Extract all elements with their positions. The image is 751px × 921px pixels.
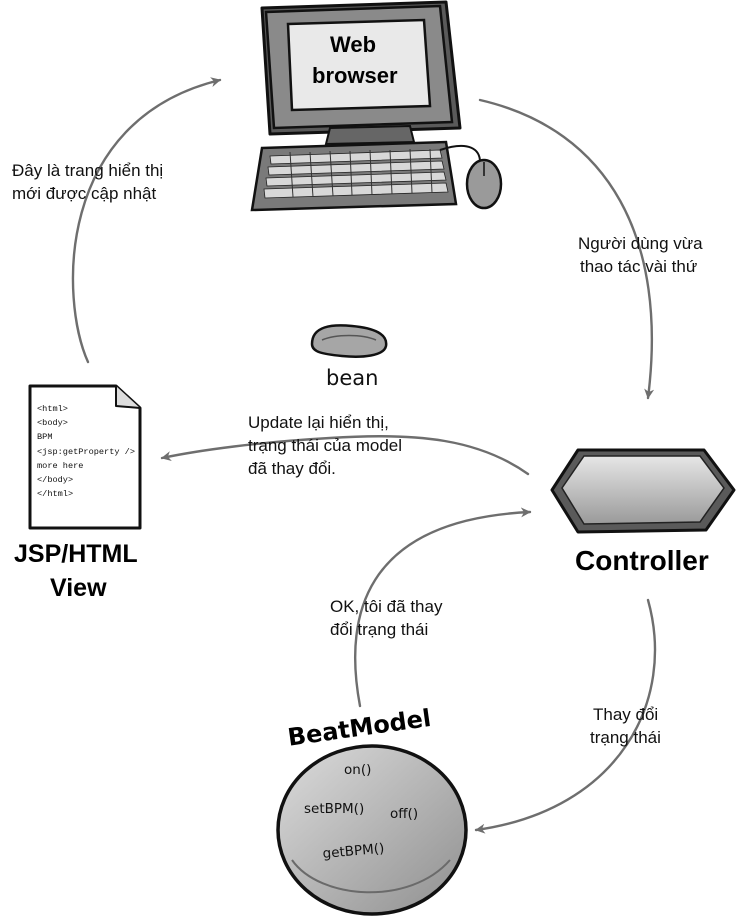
label-user-action-line1: Người dùng vừa	[578, 234, 703, 253]
code-line: </body>	[37, 475, 74, 485]
browser-label-line2: browser	[312, 63, 398, 88]
label-update-display-line1: Update lại hiển thị,	[248, 413, 389, 432]
label-new-display-line1: Đây là trang hiển thị	[12, 161, 164, 180]
controller-icon	[550, 448, 736, 534]
view-title-line1: JSP/HTML	[14, 540, 138, 568]
label-update-display-line2: trạng thái của model	[248, 436, 403, 455]
arrow-view-to-browser	[71, 77, 222, 364]
computer-icon	[250, 0, 503, 212]
html-page-icon	[28, 384, 142, 530]
controller-label: Controller	[575, 545, 709, 576]
bean-icon	[310, 324, 388, 358]
code-line: more here	[37, 461, 84, 471]
beat-model-ball	[276, 744, 468, 916]
method-off: off()	[390, 806, 419, 822]
bean-label: bean	[326, 366, 379, 390]
view-title-line2: View	[50, 574, 107, 602]
arrow-controller-to-view	[160, 434, 530, 476]
code-line: </html>	[37, 489, 74, 499]
code-line: <jsp:getProperty />	[37, 447, 135, 457]
browser-label-line1: Web	[330, 32, 377, 57]
label-change-state-line1: Thay đổi	[593, 705, 659, 724]
method-on: on()	[344, 762, 372, 778]
label-ok-changed-line2: đổi trạng thái	[330, 620, 429, 639]
arrow-model-to-controller	[354, 507, 532, 708]
label-update-display-line3: đã thay đổi.	[248, 459, 336, 478]
arrow-controller-to-model	[474, 598, 657, 834]
label-change-state-line2: trạng thái	[590, 728, 661, 747]
code-line: BPM	[37, 432, 53, 442]
label-ok-changed-line1: OK, tôi đã thay	[330, 597, 443, 616]
arrow-browser-to-controller	[478, 98, 655, 400]
code-line: <html>	[37, 404, 68, 414]
label-user-action-line2: thao tác vài thứ	[580, 257, 698, 276]
code-line: <body>	[37, 418, 68, 428]
label-new-display-line2: mới được cập nhật	[12, 184, 157, 203]
method-set-bpm: setBPM()	[304, 801, 365, 817]
